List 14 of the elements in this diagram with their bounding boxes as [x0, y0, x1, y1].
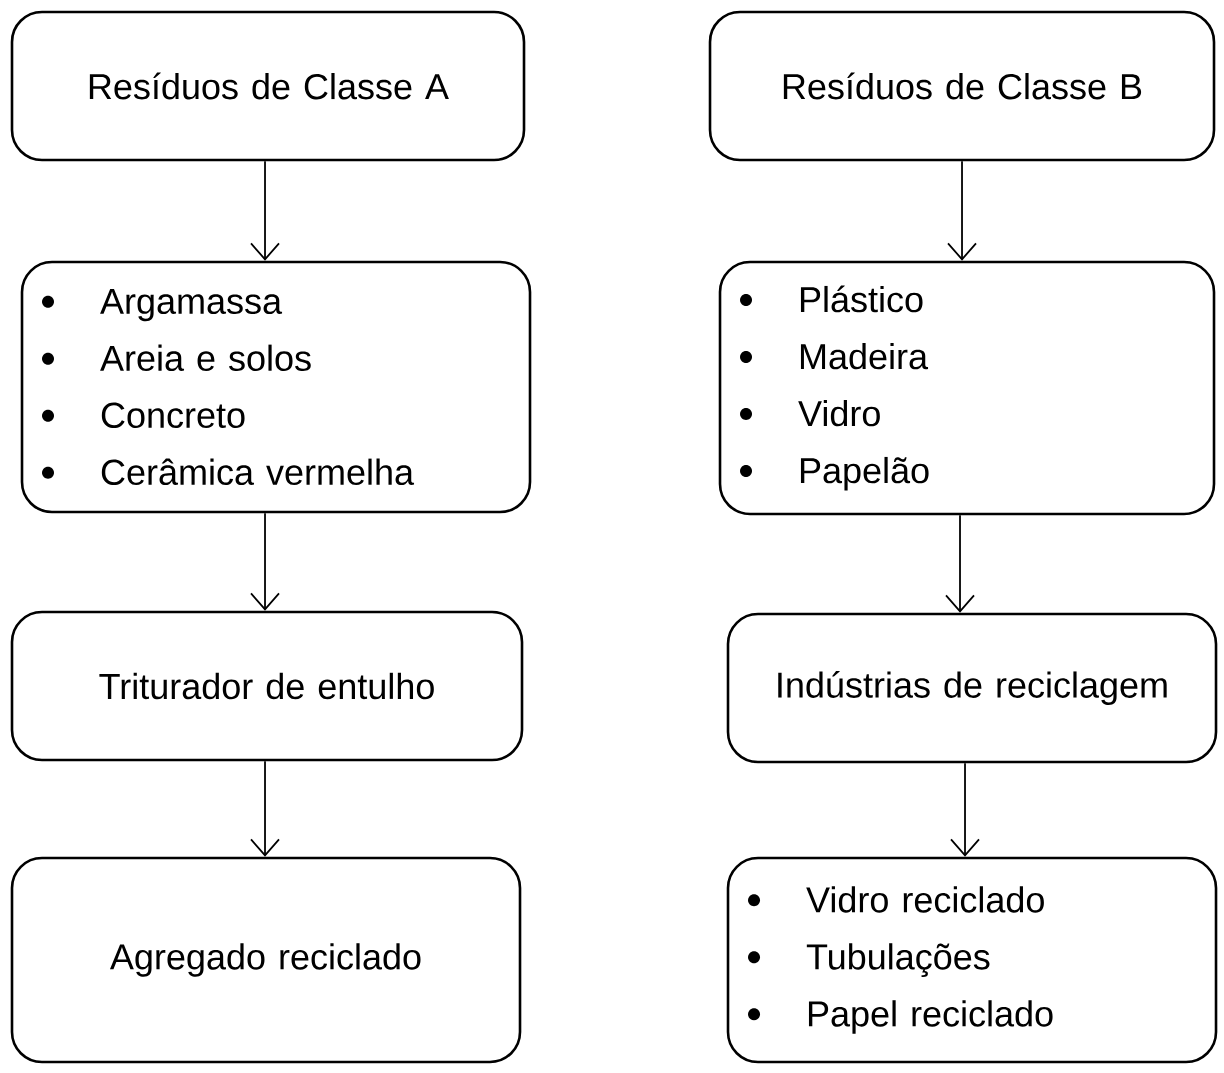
arrow [250, 760, 280, 857]
process-box: Agregado reciclado [10, 856, 522, 1064]
arrow [250, 512, 280, 611]
arrow [945, 514, 975, 613]
process-box: Resíduos de Classe B [708, 10, 1216, 162]
list-box: Vidro reciclado Tubulações Papel reciclado [726, 856, 1218, 1064]
arrow [950, 762, 980, 857]
list-box: Argamassa Areia e solos Concreto Cerâmica vermelha [20, 260, 532, 514]
process-box: Resíduos de Classe A [10, 10, 526, 162]
arrow [250, 160, 280, 261]
list-box: Plástico Madeira Vidro Papelão [718, 260, 1216, 516]
process-box: Indústrias de reciclagem [726, 612, 1218, 764]
arrow [947, 160, 977, 261]
process-box: Triturador de entulho [10, 610, 524, 762]
